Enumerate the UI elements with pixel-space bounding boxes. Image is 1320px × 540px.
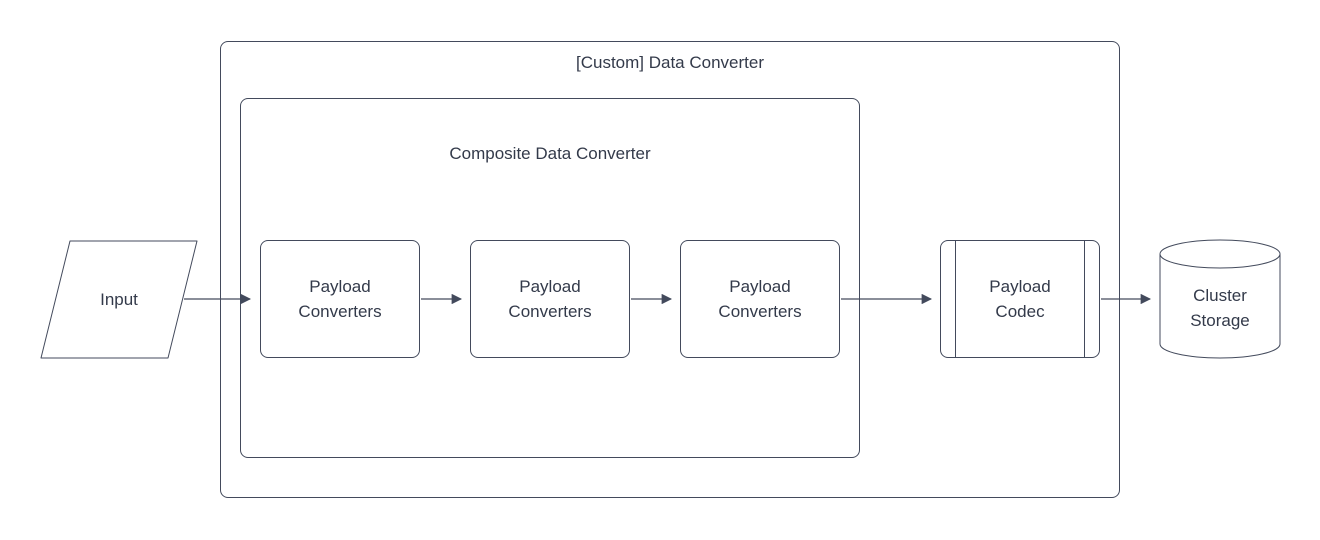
cluster-storage-label-wrap: Cluster Storage [1160, 258, 1280, 358]
custom-data-converter-title: [Custom] Data Converter [575, 53, 764, 72]
custom-data-converter-group [220, 41, 1120, 498]
composite-data-converter-group [240, 98, 860, 458]
input-label: Input [100, 289, 138, 309]
codec-side-line-right [1084, 241, 1085, 357]
codec-side-line-left [955, 241, 956, 357]
payload-converters-label-3: Payload Converters [718, 277, 802, 321]
payload-converters-label-2: Payload Converters [508, 277, 592, 321]
payload-converters-box-3: Payload Converters [680, 240, 840, 358]
payload-converters-label-1: Payload Converters [298, 277, 382, 321]
payload-converters-box-1: Payload Converters [260, 240, 420, 358]
payload-codec-box: Payload Codec [940, 240, 1100, 358]
input-label-wrap: Input [41, 240, 197, 358]
composite-data-converter-title: Composite Data Converter [449, 144, 651, 163]
cluster-storage-label: Cluster Storage [1190, 286, 1250, 330]
payload-converters-box-2: Payload Converters [470, 240, 630, 358]
payload-codec-label: Payload Codec [989, 277, 1051, 321]
